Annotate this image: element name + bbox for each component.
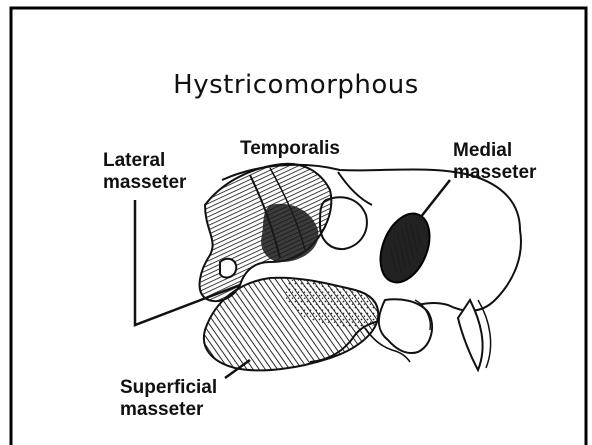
label-superficial-line1: Superficial xyxy=(120,377,217,399)
label-medial-line2: masseter xyxy=(453,162,536,184)
label-lateral-line2: masseter xyxy=(103,172,186,194)
label-temporalis: Temporalis xyxy=(240,138,340,160)
label-medial-line1: Medial xyxy=(453,140,536,162)
label-superficial-masseter: Superficial masseter xyxy=(120,377,217,421)
label-medial-masseter: Medial masseter xyxy=(453,140,536,184)
label-lateral-line1: Lateral xyxy=(103,150,186,172)
label-lateral-masseter: Lateral masseter xyxy=(103,150,186,194)
label-superficial-line2: masseter xyxy=(120,399,217,421)
